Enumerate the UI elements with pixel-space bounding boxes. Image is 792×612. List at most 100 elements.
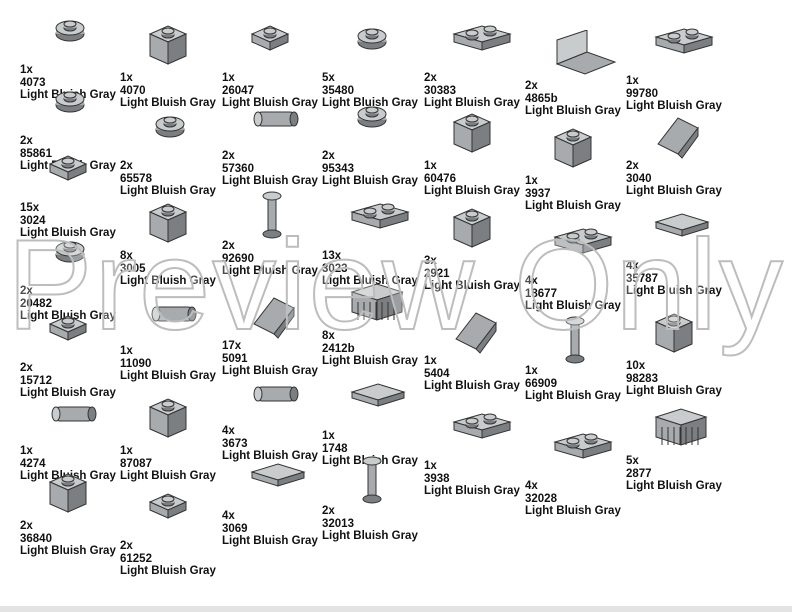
part-num: 95343 <box>322 162 354 175</box>
part-num: 3005 <box>120 262 146 275</box>
part-num: 2877 <box>626 467 652 480</box>
technic-pin-half-icon <box>46 395 138 445</box>
part-qty: 2x <box>222 240 235 252</box>
part-qty: 2x <box>322 505 335 517</box>
part-num: 35480 <box>322 84 354 97</box>
part-qty: 1x <box>322 430 335 442</box>
tile-1x2-icon <box>248 460 340 510</box>
part-num: 4070 <box>120 84 146 97</box>
part-num: 4274 <box>20 457 46 470</box>
part-num: 5404 <box>424 367 450 380</box>
panel-1x2-icon <box>551 30 643 80</box>
part-qty: 4x <box>626 260 639 272</box>
part-color: Light Bluish Gray <box>120 275 216 287</box>
plate-1x1-icon <box>46 152 138 202</box>
part-qty: 2x <box>424 72 437 84</box>
part-num: 61252 <box>120 552 152 565</box>
part-qty: 3x <box>424 255 437 267</box>
part-color: Light Bluish Gray <box>322 355 418 367</box>
part-qty: 10x <box>626 360 646 372</box>
hinge-brick-icon <box>450 410 542 460</box>
bracket-plate-icon <box>46 470 138 520</box>
slope-curved-icon <box>248 290 340 340</box>
part-qty: 1x <box>424 355 437 367</box>
part-color: Light Bluish Gray <box>20 227 116 239</box>
part-qty: 2x <box>525 80 538 92</box>
rounded-plate-1x2-icon <box>348 22 440 72</box>
part-color: Light Bluish Gray <box>120 370 216 382</box>
technic-connector-icon <box>348 455 440 505</box>
part-color: Light Bluish Gray <box>626 185 722 197</box>
part-qty: 1x <box>424 160 437 172</box>
part-num: 57360 <box>222 162 254 175</box>
part-num: 2921 <box>424 267 450 280</box>
part-color: Light Bluish Gray <box>222 365 318 377</box>
part-color: Light Bluish Gray <box>120 97 216 109</box>
part-qty: 1x <box>120 445 133 457</box>
part-qty: 17x <box>222 340 242 352</box>
part-qty: 2x <box>626 160 639 172</box>
hinge-cylinder-icon <box>248 100 340 150</box>
grille-brick-icon <box>652 405 744 455</box>
part-num: 98283 <box>626 372 658 385</box>
part-num: 3673 <box>222 437 248 450</box>
technic-pin-icon <box>248 375 340 425</box>
bracket-inverted-icon <box>652 25 744 75</box>
part-num: 92690 <box>222 252 254 265</box>
part-qty: 2x <box>120 160 133 172</box>
half-round-tile-icon <box>348 380 440 430</box>
part-color: Light Bluish Gray <box>424 280 520 292</box>
part-color: Light Bluish Gray <box>20 387 116 399</box>
part-num: 3937 <box>525 187 551 200</box>
part-num: 1748 <box>322 442 348 455</box>
hinge-base-icon <box>551 125 643 175</box>
part-color: Light Bluish Gray <box>20 545 116 557</box>
plate-with-door-rail-icon <box>551 430 643 480</box>
part-color: Light Bluish Gray <box>222 265 318 277</box>
round-plate-with-bar-icon <box>146 110 238 160</box>
plate-1x2-icon <box>348 200 440 250</box>
round-plate-with-hole-icon <box>46 85 138 135</box>
part-qty: 8x <box>322 330 335 342</box>
part-qty: 1x <box>424 460 437 472</box>
part-num: 32028 <box>525 492 557 505</box>
part-color: Light Bluish Gray <box>525 200 621 212</box>
part-color: Light Bluish Gray <box>525 105 621 117</box>
part-color: Light Bluish Gray <box>626 100 722 112</box>
part-color: Light Bluish Gray <box>322 275 418 287</box>
part-num: 3023 <box>322 262 348 275</box>
part-color: Light Bluish Gray <box>120 185 216 197</box>
